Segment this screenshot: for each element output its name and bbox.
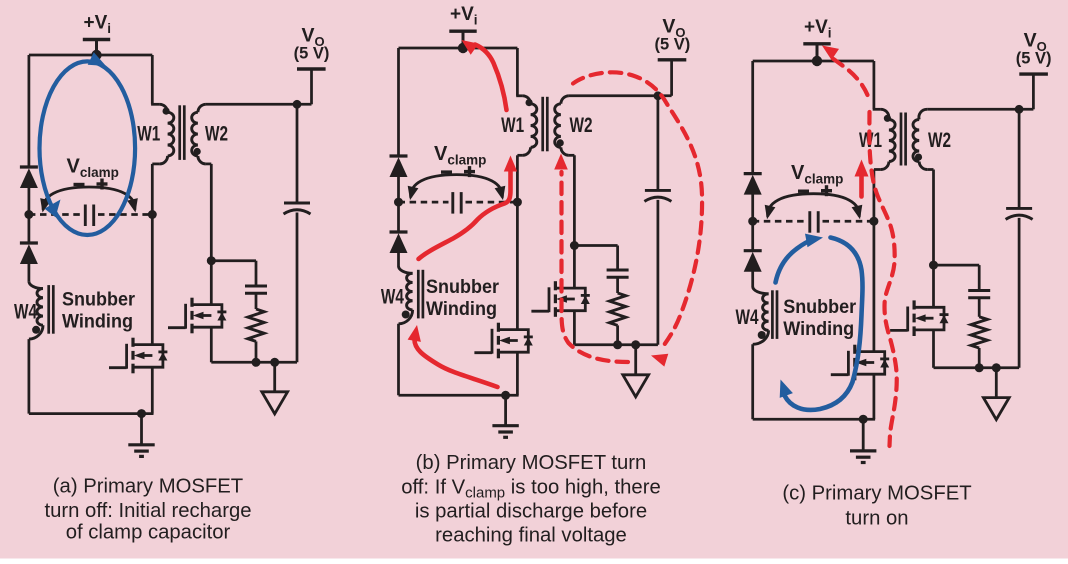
svg-text:W4: W4: [736, 306, 759, 329]
svg-text:(b) Primary MOSFET turn: (b) Primary MOSFET turn: [416, 452, 647, 474]
svg-text:Winding: Winding: [783, 318, 854, 340]
svg-text:W1: W1: [137, 123, 160, 146]
svg-text:Snubber: Snubber: [426, 276, 499, 298]
svg-text:Vclamp: Vclamp: [434, 143, 486, 168]
svg-text:W4: W4: [14, 301, 37, 324]
svg-text:+Vi: +Vi: [450, 4, 478, 28]
svg-text:(a) Primary MOSFET: (a) Primary MOSFET: [53, 476, 243, 498]
svg-text:W2: W2: [205, 123, 228, 146]
svg-text:(5 V): (5 V): [294, 45, 330, 63]
svg-text:(c) Primary MOSFET: (c) Primary MOSFET: [782, 483, 971, 505]
svg-text:is partial discharge before: is partial discharge before: [415, 501, 647, 523]
svg-text:W1: W1: [501, 114, 524, 137]
svg-text:Winding: Winding: [426, 298, 497, 320]
svg-text:turn on: turn on: [845, 508, 908, 530]
svg-text:(5 V): (5 V): [1016, 50, 1052, 68]
svg-text:Winding: Winding: [62, 311, 133, 333]
svg-text:of clamp capacitor: of clamp capacitor: [66, 522, 231, 544]
svg-text:Snubber: Snubber: [62, 289, 135, 311]
svg-text:W2: W2: [570, 114, 593, 137]
svg-text:W2: W2: [928, 129, 951, 152]
svg-text:turn off: Initial recharge: turn off: Initial recharge: [44, 500, 251, 522]
svg-text:reaching final voltage: reaching final voltage: [435, 525, 627, 547]
svg-text:+Vi: +Vi: [84, 13, 112, 37]
svg-text:off: If Vclamp is too high, th: off: If Vclamp is too high, there: [401, 477, 661, 502]
svg-text:+Vi: +Vi: [804, 17, 832, 41]
svg-text:(5 V): (5 V): [655, 35, 691, 53]
svg-text:W4: W4: [381, 285, 404, 308]
svg-text:Snubber: Snubber: [783, 296, 856, 318]
